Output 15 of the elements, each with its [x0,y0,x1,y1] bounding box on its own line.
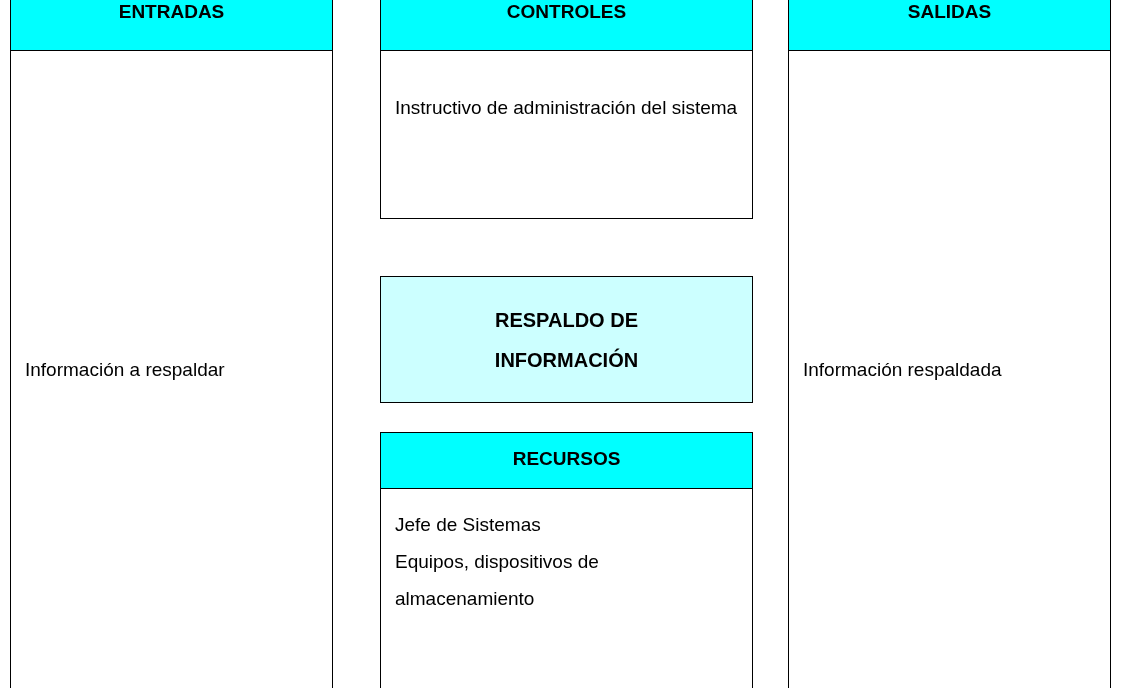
body-text: Equipos, dispositivos de almacenamiento [395,550,600,611]
body-text: Instructivo de administración del sistema [395,96,738,120]
body-text: Información respaldada [803,358,1003,382]
body-text: Jefe de Sistemas [395,513,542,537]
body-text: Información a respaldar [25,358,226,382]
process-box [380,276,753,403]
process-title: RESPALDO DE INFORMACIÓN [493,307,640,373]
column-header: ENTRADAS [11,0,332,51]
column-panel [788,0,1111,688]
column-panel [380,0,753,219]
column-header: CONTROLES [381,0,752,51]
column-panel [380,432,753,688]
column-header: SALIDAS [789,0,1110,51]
column-header: RECURSOS [381,433,752,489]
column-panel [10,0,333,688]
